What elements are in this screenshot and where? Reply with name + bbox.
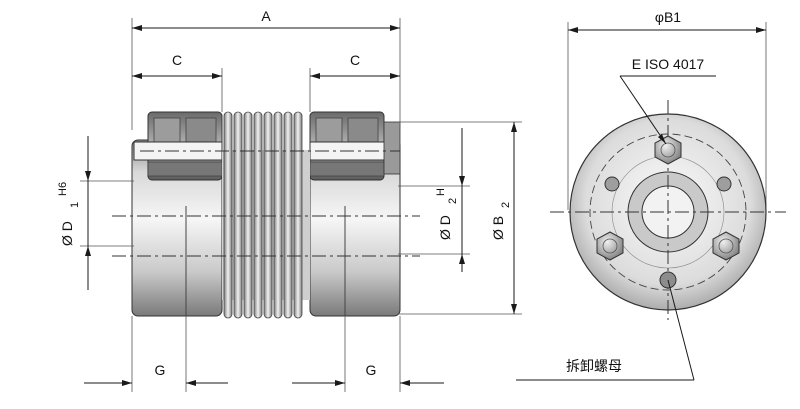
dimension-g-right-label: G	[366, 362, 377, 378]
dimension-d2-subscript: 2	[447, 198, 459, 204]
dimension-c-left-label: C	[172, 52, 182, 68]
removal-nut-label: 拆卸螺母	[566, 358, 622, 374]
dimension-c-right-label: C	[350, 52, 360, 68]
small-hole-right	[716, 176, 732, 192]
dimension-d1-label: Ø D	[59, 221, 75, 246]
dimension-d2-label: Ø D	[437, 215, 453, 240]
bellows	[222, 111, 310, 319]
dimension-d2-superscript: H	[435, 188, 447, 196]
side-view: A C C Ø D 1 H6 Ø D 2 H	[57, 8, 522, 392]
dimension-d1-superscript: H6	[57, 182, 69, 196]
small-hole-left	[604, 176, 620, 192]
dimension-b1-label: φB1	[655, 9, 681, 25]
hex-screw-right	[712, 231, 740, 261]
dimension-d1-subscript: 1	[69, 202, 81, 208]
hex-screw-left	[596, 231, 624, 261]
dimension-b2-label: Ø B	[490, 216, 506, 240]
dimension-b2-subscript: 2	[500, 202, 512, 208]
screw-standard-label: E ISO 4017	[632, 56, 705, 72]
hex-screw-top	[654, 135, 682, 165]
end-view: φB1 E ISO 4017	[516, 9, 786, 381]
dimension-a-label: A	[261, 8, 271, 24]
dimension-g-left-label: G	[155, 362, 166, 378]
